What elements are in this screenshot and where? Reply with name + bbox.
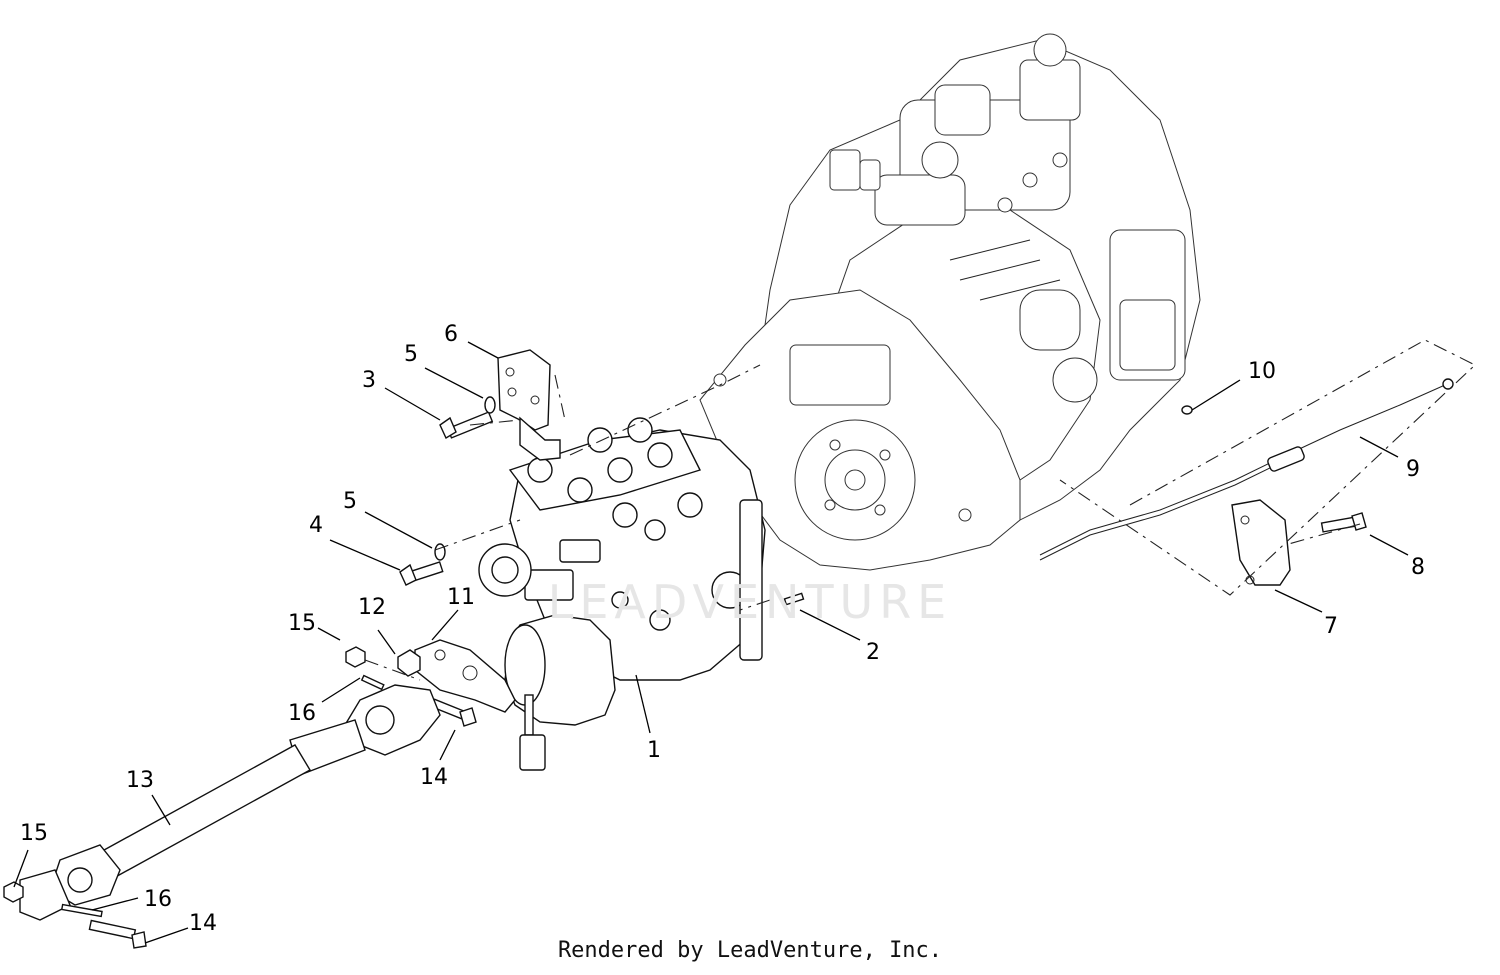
- engine-assembly: [699, 33, 1201, 571]
- nut-15-upper: [345, 646, 366, 668]
- nut-15-lower: [3, 881, 24, 903]
- pin-16-upper: [360, 674, 385, 691]
- hydraulic-pump: [478, 417, 766, 771]
- callout-6: 6: [444, 322, 458, 347]
- bolt-8: [1320, 512, 1367, 533]
- nut-12: [397, 649, 421, 677]
- callout-5-upper: 5: [404, 342, 418, 367]
- callout-16-upper: 16: [288, 701, 316, 726]
- callout-15-lower: 15: [20, 821, 48, 846]
- callout-15-upper: 15: [288, 611, 316, 636]
- callout-7: 7: [1324, 614, 1338, 639]
- footer-credit: Rendered by LeadVenture, Inc.: [557, 938, 943, 963]
- leader-lines: [13, 341, 1409, 944]
- pump-bracket: [497, 349, 561, 461]
- pin-16-lower: [60, 903, 103, 918]
- bolt-4: [399, 561, 444, 586]
- callout-1: 1: [647, 738, 661, 763]
- washer-5-lower: [434, 543, 446, 561]
- callout-14-upper: 14: [420, 765, 448, 790]
- plate-11: [414, 639, 516, 713]
- bolt-14-upper: [430, 698, 477, 727]
- bolt-14-lower: [88, 919, 147, 949]
- callout-14-lower: 14: [189, 911, 217, 936]
- callout-5-lower: 5: [343, 489, 357, 514]
- cable-bracket-7: [1231, 499, 1291, 586]
- throttle-cable: [1039, 378, 1454, 561]
- callout-9: 9: [1406, 457, 1420, 482]
- callout-8: 8: [1411, 555, 1425, 580]
- callout-16-lower: 16: [144, 887, 172, 912]
- callout-4: 4: [309, 513, 323, 538]
- callout-12: 12: [358, 595, 386, 620]
- callout-10: 10: [1248, 359, 1276, 384]
- washer-5-upper: [484, 396, 496, 414]
- callout-3: 3: [362, 368, 376, 393]
- callout-2: 2: [866, 640, 880, 665]
- driveshaft: [19, 684, 441, 921]
- bolt-3: [439, 411, 494, 440]
- callout-13: 13: [126, 768, 154, 793]
- callout-11: 11: [447, 585, 475, 610]
- assembly-lines: [364, 339, 1476, 681]
- callouts: 1 2 3 4 5 5 6 7 8 9 10 11 12 13 14 14 15…: [20, 322, 1425, 936]
- clip-10: [1181, 405, 1193, 415]
- stud-2: [783, 592, 805, 606]
